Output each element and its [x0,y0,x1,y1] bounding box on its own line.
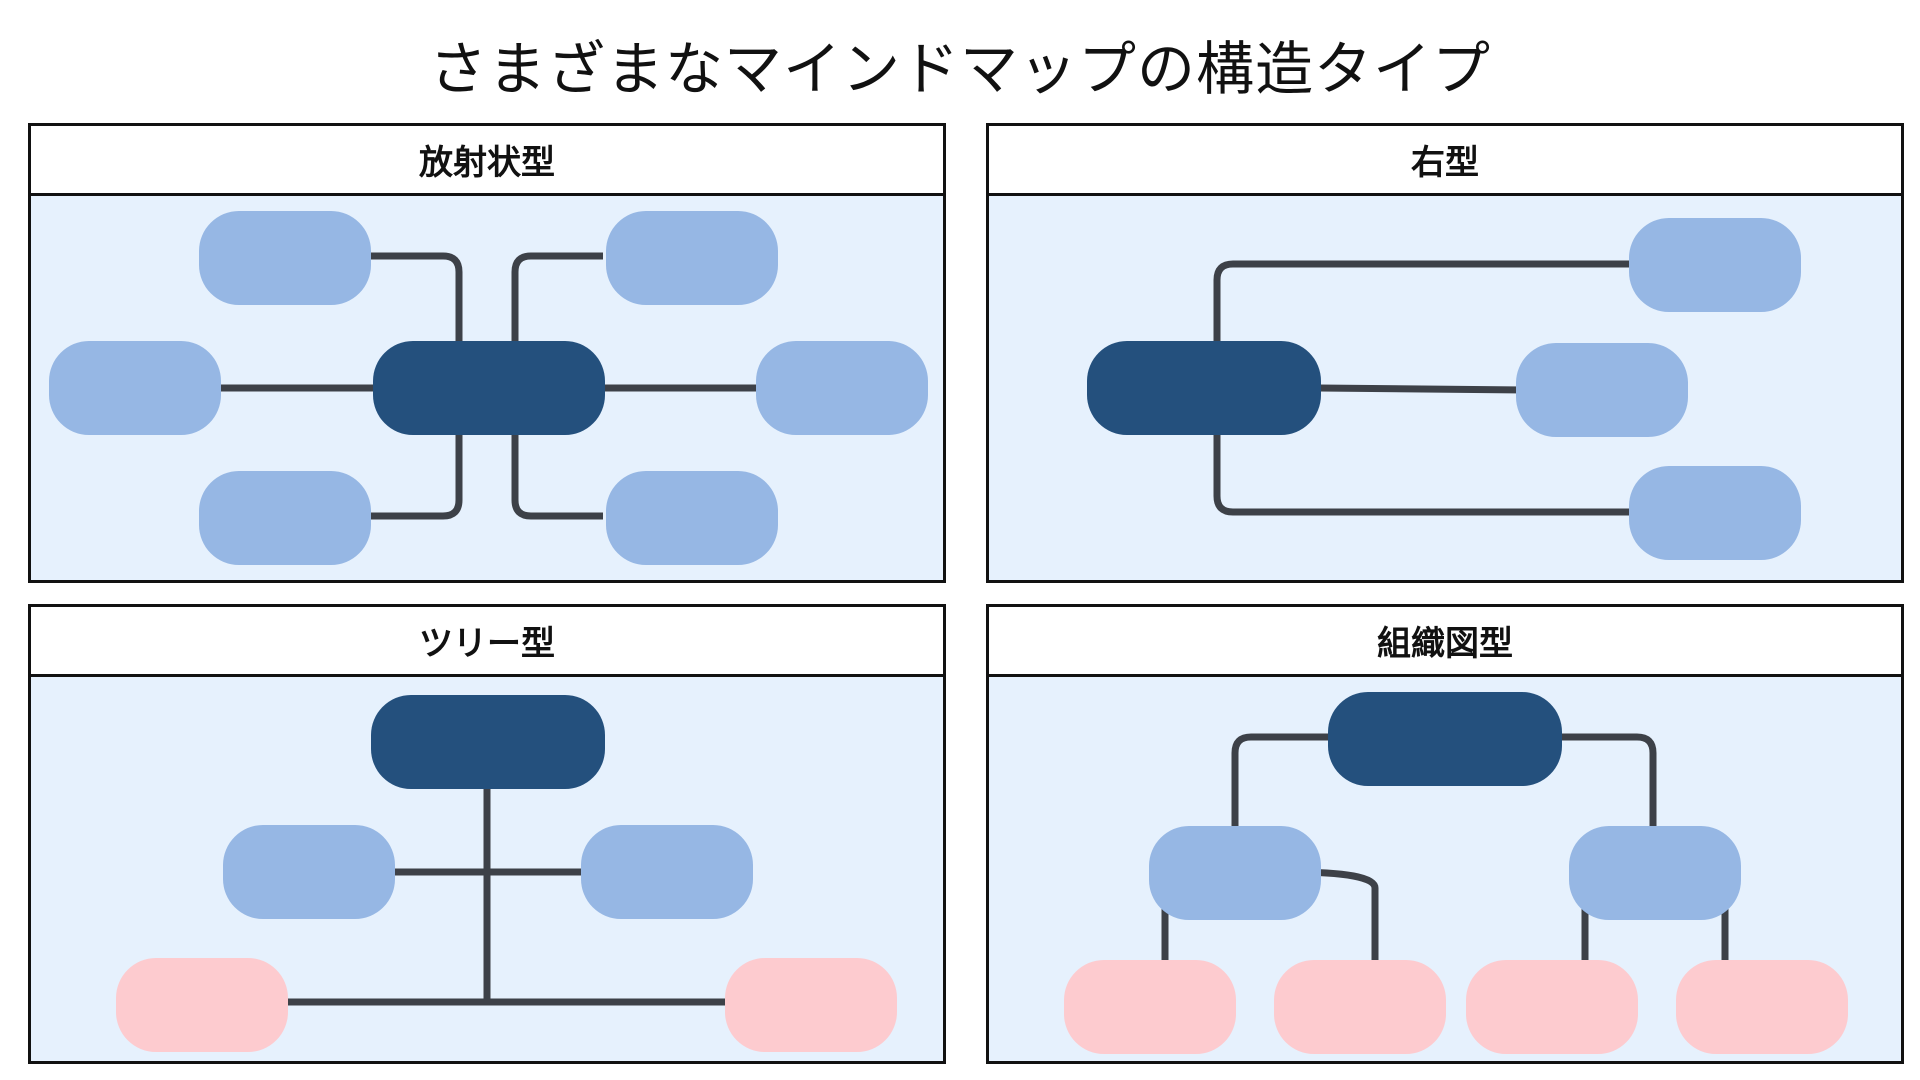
connector [1213,388,1629,516]
connector [1549,733,1657,827]
page-title: さまざまなマインドマップの構造タイプ [428,35,1491,103]
branch-node [1516,343,1688,437]
branch-node [1569,826,1741,920]
leaf-node [1064,960,1236,1054]
org-diagram-svg [1064,692,1848,1054]
panel-right: 右型 [986,123,1904,583]
panel-tree: ツリー型 [28,604,946,1064]
leaf-node [725,958,897,1052]
leaf-node [1466,960,1638,1054]
panel-org-diagram [989,677,1901,1061]
leaf-node [116,958,288,1052]
tree-diagram-svg [116,695,897,1052]
radial-diagram-svg [49,211,928,565]
panel-right-title: 右型 [989,126,1901,196]
branch-node [756,341,928,435]
panel-radial-diagram [31,196,943,580]
panel-radial-title: 放射状型 [31,126,943,196]
leaf-node [1274,960,1446,1054]
central-node [1087,341,1321,435]
branch-node [199,471,371,565]
branch-node [606,211,778,305]
connector [1213,260,1629,388]
branch-node [199,211,371,305]
leaf-node [1676,960,1848,1054]
connector [371,388,463,520]
central-node [373,341,605,435]
branch-node [1629,218,1801,312]
right-diagram-svg [1087,218,1801,560]
connector [1318,384,1530,394]
branch-node [606,471,778,565]
connector [511,252,603,388]
branch-node [223,825,395,919]
panel-tree-title: ツリー型 [31,607,943,677]
connector [371,252,463,388]
central-node [371,695,605,789]
panel-radial: 放射状型 [28,123,946,583]
central-node [1328,692,1562,786]
branch-node [1149,826,1321,920]
connector [1231,733,1339,827]
branch-node [1629,466,1801,560]
panel-right-diagram [989,196,1901,580]
panel-tree-diagram [31,677,943,1061]
panel-org-title: 組織図型 [989,607,1901,677]
branch-node [49,341,221,435]
panel-org: 組織図型 [986,604,1904,1064]
connector [511,388,603,520]
branch-node [581,825,753,919]
